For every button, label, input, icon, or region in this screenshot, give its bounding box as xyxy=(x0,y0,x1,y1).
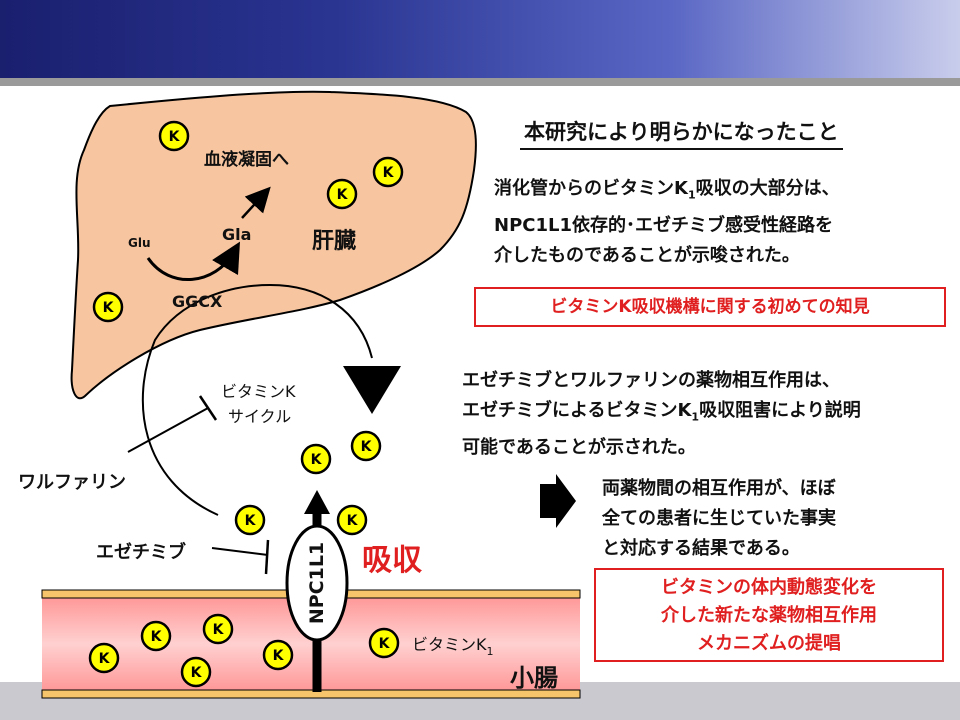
vitamin-k-symbol: K xyxy=(273,648,285,664)
ggcx-label: GGCX xyxy=(172,292,223,311)
vitamin-k-circle xyxy=(336,504,368,536)
vitamin-k-markers: K K K K K K K K K K K K K K xyxy=(88,120,404,688)
ezetimibe-inhibition-line xyxy=(211,547,269,556)
glu-label: Glu xyxy=(128,236,151,250)
conclusion-line3: と対応する結果である。 xyxy=(602,538,800,559)
vitamin-k-symbol: K xyxy=(383,165,395,181)
vitamin-k-circle xyxy=(262,639,294,671)
vitamin-k-circle xyxy=(326,178,358,210)
npc1l1-transporter xyxy=(285,524,349,642)
conclusion-line2: 全ての患者に生じていた事実 xyxy=(602,508,836,529)
vitamin-k-symbol: K xyxy=(311,452,323,468)
ezetimibe-inhibition-bar xyxy=(264,539,270,575)
vitamin-k-circle xyxy=(202,613,234,645)
vitamin-k-symbol: K xyxy=(103,300,115,316)
vitamin-k-symbol: K xyxy=(169,129,181,145)
header-divider xyxy=(0,78,960,86)
vitamin-k-symbol: K xyxy=(151,629,163,645)
large-down-arrowhead xyxy=(343,366,401,414)
interaction-line2: エゼチミブによるビタミンK1吸収阻害により説明 xyxy=(462,400,861,424)
npc1l1-arrowhead xyxy=(304,490,330,514)
vitamin-k-circle xyxy=(140,620,172,652)
vitamin-k-circle xyxy=(88,642,120,674)
vitamin-k-circle xyxy=(180,656,212,688)
vitk-cycle-label-line1: ビタミンK xyxy=(221,382,296,401)
proposal-line1: ビタミンの体内動態変化を xyxy=(661,577,877,598)
gla-to-clotting-arrow xyxy=(241,186,271,219)
conclusion-arrow xyxy=(540,474,576,528)
vitamin-k-symbol: K xyxy=(191,665,203,681)
glu-to-gla-arrow xyxy=(146,241,240,281)
interaction-line1: エゼチミブとワルファリンの薬物相互作用は、 xyxy=(462,370,840,391)
blood-clotting-label: 血液凝固へ xyxy=(204,149,289,170)
vitamin-k-circle xyxy=(300,443,332,475)
vitamin-k-symbol: K xyxy=(379,636,391,652)
ezetimibe-label: エゼチミブ xyxy=(96,541,186,563)
findings-title: 本研究により明らかになったこと xyxy=(520,116,843,150)
findings-line2: NPC1L1依存的･エゼチミブ感受性経路を xyxy=(494,214,833,236)
interaction-text: エゼチミブとワルファリンの薬物相互作用は、 エゼチミブによるビタミンK1吸収阻害… xyxy=(462,366,952,463)
proposal-line2: 介した新たな薬物相互作用 xyxy=(661,605,877,626)
conclusion-line1: 両薬物間の相互作用が、ほぼ xyxy=(602,478,836,499)
vitamin-k-circle xyxy=(350,430,382,462)
vitamin-k-circle xyxy=(368,627,400,659)
vitamin-k-circle xyxy=(92,291,124,323)
vitamin-k-circle xyxy=(158,120,190,152)
gla-label: Gla xyxy=(222,225,251,244)
liver-label: 肝臓 xyxy=(312,229,356,254)
intestine-border-bottom xyxy=(41,689,581,699)
vitamin-k-symbol: K xyxy=(347,513,359,529)
slide-header-bar xyxy=(0,0,960,78)
vitamin-k-symbol: K xyxy=(337,187,349,203)
vitamin-k-symbol: K xyxy=(361,439,373,455)
warfarin-label: ワルファリン xyxy=(18,472,126,493)
vitamin-k-circle xyxy=(234,504,266,536)
findings-line1: 消化管からのビタミンK1吸収の大部分は、 xyxy=(494,178,840,202)
vitamin-k1-label: ビタミンK1 xyxy=(412,635,494,658)
proposal-line3: メカニズムの提唱 xyxy=(697,633,841,654)
warfarin-inhibition-line xyxy=(127,407,209,453)
vitamin-k-symbol: K xyxy=(99,651,111,667)
vitk-cycle-label-line2: サイクル xyxy=(228,407,291,426)
interaction-line3: 可能であることが示された。 xyxy=(462,436,696,458)
warfarin-inhibition-bar xyxy=(198,395,218,421)
npc1l1-label: NPC1L1 xyxy=(306,542,328,624)
findings-line3: 介したものであることが示唆された。 xyxy=(494,244,800,266)
findings-text: 消化管からのビタミンK1吸収の大部分は、 NPC1L1依存的･エゼチミブ感受性経… xyxy=(494,174,934,271)
vitamin-k-symbol: K xyxy=(213,622,225,638)
vitk-cycle-arc xyxy=(141,283,373,516)
vitamin-k-circle xyxy=(372,156,404,188)
first-insight-box: ビタミンK吸収機構に関する初めての知見 xyxy=(474,287,946,327)
intestine-label: 小腸 xyxy=(510,664,558,692)
vitamin-k-symbol: K xyxy=(245,513,257,529)
conclusion-text: 両薬物間の相互作用が、ほぼ 全ての患者に生じていた事実 と対応する結果である。 xyxy=(602,474,932,564)
proposal-box: ビタミンの体内動態変化を 介した新たな薬物相互作用 メカニズムの提唱 xyxy=(594,568,944,662)
absorption-label: 吸収 xyxy=(362,543,423,578)
